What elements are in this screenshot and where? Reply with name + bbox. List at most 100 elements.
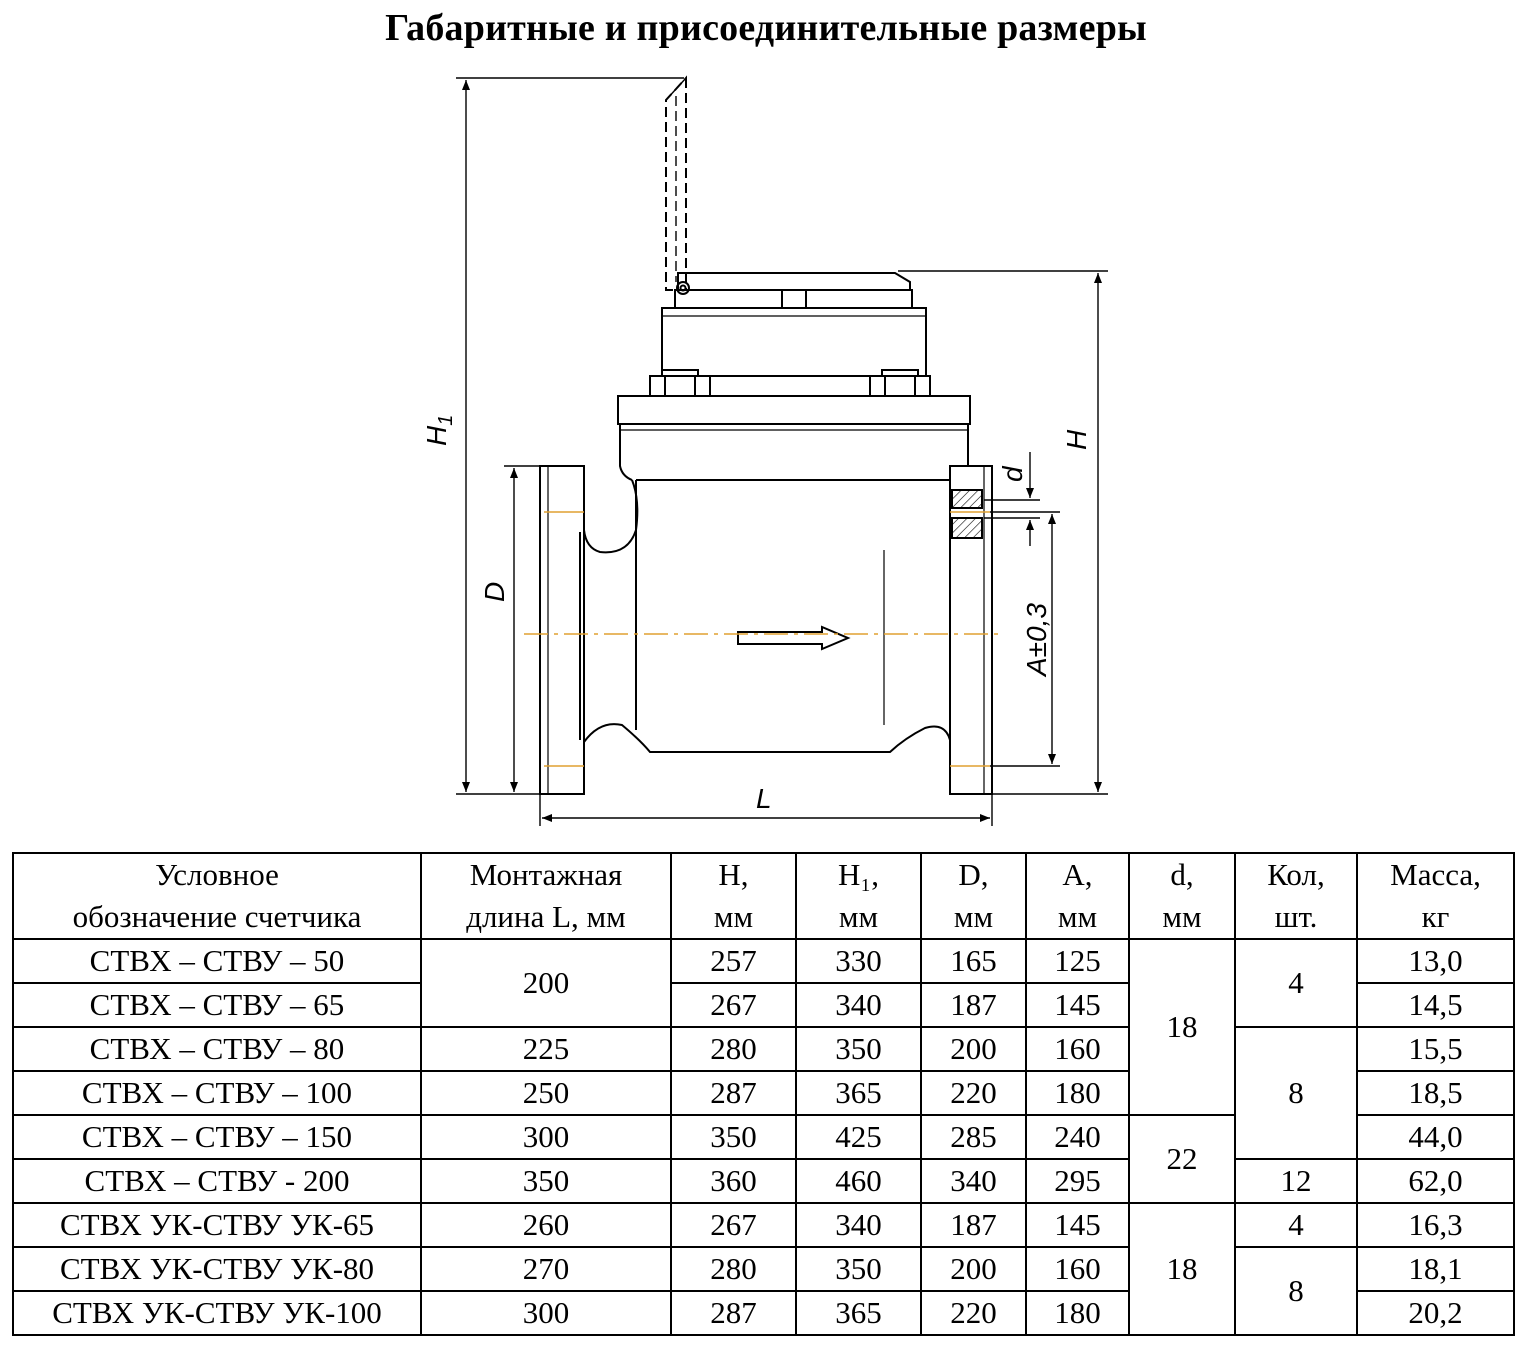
table-row: СТВХ – СТВУ – 50 200 257 330 165 125 18 … <box>12 938 1515 1116</box>
table-row: СТВХ УК-СТВУ УК-100 300 287 365 220 180 … <box>12 1290 1515 1336</box>
cell-h: 287 <box>670 1290 797 1336</box>
cell-name: СТВХ – СТВУ – 100 <box>12 1070 422 1116</box>
centerlines <box>524 511 1004 767</box>
cell-length: 260 <box>420 1202 672 1248</box>
cell-h: 267 <box>670 982 797 1028</box>
cell-qty: 12 <box>1234 1158 1358 1204</box>
cell-h: 267 <box>670 1202 797 1248</box>
cell-h1: 425 <box>795 1114 922 1160</box>
cell-h: 280 <box>670 1026 797 1072</box>
cell-length: 270 <box>420 1246 672 1292</box>
cell-a: 180 <box>1025 1070 1130 1116</box>
meter-body <box>539 75 993 795</box>
cell-d-outer: 220 <box>920 1290 1027 1336</box>
cell-h1: 350 <box>795 1026 922 1072</box>
label-a: A±0,3 <box>1021 603 1052 678</box>
cell-a: 160 <box>1025 1246 1130 1292</box>
cell-a: 180 <box>1025 1290 1130 1336</box>
cell-d-outer: 165 <box>920 938 1027 984</box>
cell-d-outer: 187 <box>920 982 1027 1028</box>
table-row: СТВХ УК-СТВУ УК-80 270 280 350 200 160 8… <box>12 1246 1515 1336</box>
cell-qty: 4 <box>1234 938 1358 1028</box>
cell-mass: 18,1 <box>1356 1246 1515 1292</box>
cell-name: СТВХ – СТВУ - 200 <box>12 1158 422 1204</box>
cell-h1: 365 <box>795 1070 922 1116</box>
cell-d-outer: 220 <box>920 1070 1027 1116</box>
cell-h1: 340 <box>795 982 922 1028</box>
table-row: СТВХ – СТВУ – 100 250 287 365 220 180 18… <box>12 1070 1515 1116</box>
cell-qty: 4 <box>1234 1202 1358 1248</box>
label-h: H <box>1061 429 1092 450</box>
header-h1: H₁,мм <box>795 852 922 940</box>
cell-h: 280 <box>670 1246 797 1292</box>
cell-a: 240 <box>1025 1114 1130 1160</box>
cell-name: СТВХ – СТВУ – 50 <box>12 938 422 984</box>
cell-a: 145 <box>1025 1202 1130 1248</box>
cell-a: 160 <box>1025 1026 1130 1072</box>
table-row: СТВХ – СТВУ – 150 300 350 425 285 240 22… <box>12 1114 1515 1204</box>
header-mass: Масса,кг <box>1356 852 1515 940</box>
cell-h1: 460 <box>795 1158 922 1204</box>
cell-d-outer: 340 <box>920 1158 1027 1204</box>
label-l: L <box>756 783 772 814</box>
cell-name: СТВХ – СТВУ – 150 <box>12 1114 422 1160</box>
cell-d-outer: 200 <box>920 1246 1027 1292</box>
header-d-outer: D,мм <box>920 852 1027 940</box>
cell-h1: 365 <box>795 1290 922 1336</box>
dimension-lines <box>456 77 1108 826</box>
cell-d-outer: 200 <box>920 1026 1027 1072</box>
cell-length: 225 <box>420 1026 672 1072</box>
cell-name: СТВХ – СТВУ – 65 <box>12 982 422 1028</box>
cell-h1: 340 <box>795 1202 922 1248</box>
cell-mass: 13,0 <box>1356 938 1515 984</box>
dimension-labels: H1 D H d A±0,3 L <box>421 415 1092 814</box>
header-h: H,мм <box>670 852 797 940</box>
cell-mass: 62,0 <box>1356 1158 1515 1204</box>
cell-h: 350 <box>670 1114 797 1160</box>
cell-name: СТВХ УК-СТВУ УК-100 <box>12 1290 422 1336</box>
header-a: A,мм <box>1025 852 1130 940</box>
cell-mass: 20,2 <box>1356 1290 1515 1336</box>
label-h1: H1 <box>421 415 457 446</box>
table-row: СТВХ УК-СТВУ УК-65 260 267 340 187 145 1… <box>12 1202 1515 1336</box>
cell-a: 125 <box>1025 938 1130 984</box>
header-d-hole: d,мм <box>1128 852 1236 940</box>
cell-length: 300 <box>420 1114 672 1160</box>
cell-length: 200 <box>420 938 672 1028</box>
meter-drawing: H1 D H d A±0,3 L <box>421 75 1108 826</box>
cell-h: 257 <box>670 938 797 984</box>
cell-h: 360 <box>670 1158 797 1204</box>
cell-qty: 8 <box>1234 1246 1358 1336</box>
cell-name: СТВХ – СТВУ – 80 <box>12 1026 422 1072</box>
cell-qty: 8 <box>1234 1026 1358 1160</box>
label-d-hole: d <box>997 465 1028 482</box>
cell-d-outer: 187 <box>920 1202 1027 1248</box>
cell-mass: 14,5 <box>1356 982 1515 1028</box>
cell-name: СТВХ УК-СТВУ УК-80 <box>12 1246 422 1292</box>
table-row: СТВХ – СТВУ - 200 350 360 460 340 295 12… <box>12 1158 1515 1204</box>
cell-length: 350 <box>420 1158 672 1204</box>
cell-h: 287 <box>670 1070 797 1116</box>
cell-a: 145 <box>1025 982 1130 1028</box>
page-title: Габаритные и присоединительные размеры <box>385 7 1147 49</box>
cell-name: СТВХ УК-СТВУ УК-65 <box>12 1202 422 1248</box>
cell-h1: 330 <box>795 938 922 984</box>
cell-mass: 18,5 <box>1356 1070 1515 1116</box>
label-d-outer: D <box>479 582 510 602</box>
cell-length: 250 <box>420 1070 672 1116</box>
header-qty: Кол,шт. <box>1234 852 1358 940</box>
table-row: СТВХ – СТВУ – 80 225 280 350 200 160 8 1… <box>12 1026 1515 1160</box>
cell-d-hole: 18 <box>1128 1202 1236 1336</box>
cell-d-outer: 285 <box>920 1114 1027 1160</box>
cell-h1: 350 <box>795 1246 922 1292</box>
table-row: СТВХ – СТВУ – 65 267 340 187 145 14,5 <box>12 982 1515 1028</box>
cell-d-hole: 22 <box>1128 1114 1236 1204</box>
cell-d-hole: 18 <box>1128 938 1236 1116</box>
cell-mass: 15,5 <box>1356 1026 1515 1072</box>
cell-mass: 16,3 <box>1356 1202 1515 1248</box>
cell-mass: 44,0 <box>1356 1114 1515 1160</box>
